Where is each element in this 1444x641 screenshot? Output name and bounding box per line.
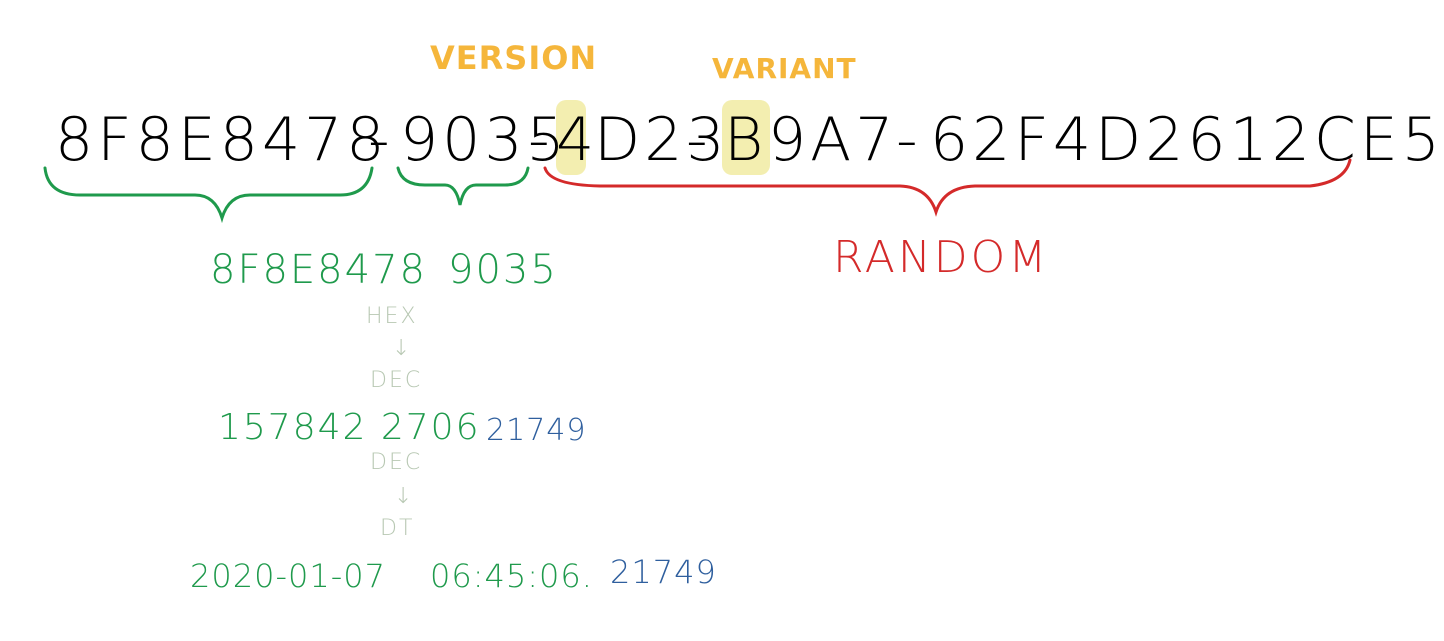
version-label: VERSION xyxy=(430,39,598,77)
step-dt: DT xyxy=(380,516,415,541)
variant-highlight xyxy=(722,100,770,175)
brace-time-mid xyxy=(396,166,530,206)
uuid-segment-3-rest: D23 xyxy=(594,105,729,175)
uuid-diagram: 8F8E8478 - 9035 - 4 D23 - B 9A7 - 62F4D2… xyxy=(43,39,1440,595)
step-hex: HEX xyxy=(366,304,418,329)
arrow-down-icon: ↓ xyxy=(392,336,411,361)
uuid-dash: - xyxy=(368,105,394,175)
arrow-down-icon: ↓ xyxy=(394,484,413,509)
uuid-segment-4-rest: 9A7 xyxy=(768,105,898,175)
uuid-dash: - xyxy=(686,105,712,175)
uuid-dash: - xyxy=(896,105,922,175)
uuid-segment-time-mid: 9035 xyxy=(400,105,569,175)
step-dec: DEC xyxy=(370,368,423,393)
uuid-segment-time-low: 8F8E8478 xyxy=(55,105,389,175)
decimal-fraction: 21749 xyxy=(486,413,587,448)
variant-label: VARIANT xyxy=(712,52,857,85)
random-label: RANDOM xyxy=(833,232,1050,283)
datetime-date: 2020-01-07 xyxy=(190,557,386,595)
uuid-dash: - xyxy=(528,105,554,175)
hex-combined-part-a: 8F8E8478 xyxy=(210,247,427,293)
decimal-main: 157842 2706 xyxy=(218,407,481,448)
datetime-time: 06:45:06. xyxy=(430,557,593,595)
brace-time-low xyxy=(43,166,374,224)
annotation-layer xyxy=(43,100,1352,224)
uuid-version-char: 4 xyxy=(556,105,599,175)
version-highlight xyxy=(556,100,586,175)
datetime-fraction: 21749 xyxy=(610,553,717,591)
uuid-segment-node: 62F4D2612CE5 xyxy=(930,105,1444,175)
brace-random xyxy=(543,158,1352,217)
hex-combined-part-b: 9035 xyxy=(448,247,558,293)
uuid-variant-char: B xyxy=(724,105,768,175)
step-dec-2: DEC xyxy=(370,450,423,475)
